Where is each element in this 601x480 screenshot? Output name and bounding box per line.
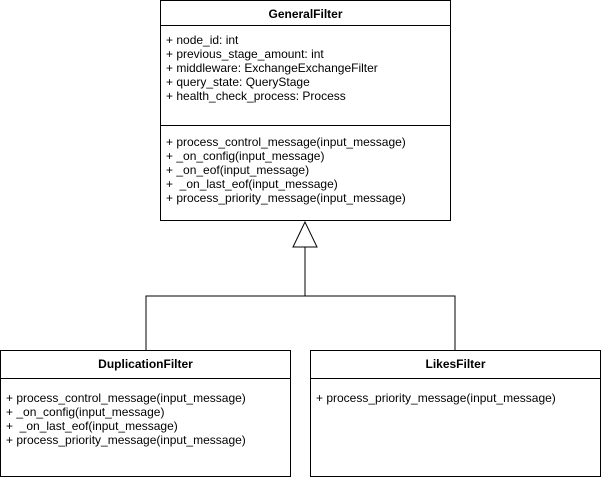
- operation-item: + process_priority_message(input_message…: [6, 433, 246, 447]
- attribute-item: + node_id: int: [166, 33, 239, 47]
- class-name: GeneralFilter: [268, 7, 343, 21]
- operation-item: + process_control_message(input_message): [6, 391, 246, 405]
- operation-item: + _on_last_eof(input_message): [166, 177, 338, 191]
- class-divider: [161, 25, 450, 26]
- operation-item: + _on_eof(input_message): [166, 163, 310, 177]
- operation-item: + _on_config(input_message): [6, 405, 165, 419]
- operation-list: + process_control_message(input_message)…: [166, 135, 446, 205]
- class-divider: [1, 378, 290, 379]
- class-name: LikesFilter: [425, 357, 486, 371]
- operation-item: + process_control_message(input_message): [166, 135, 406, 149]
- operation-list: + process_control_message(input_message)…: [6, 391, 286, 447]
- class-divider: [311, 378, 600, 379]
- operation-item: + process_priority_message(input_message…: [166, 191, 406, 205]
- class-duplication-filter[interactable]: DuplicationFilter + process_control_mess…: [0, 350, 291, 477]
- class-likes-filter[interactable]: LikesFilter + process_priority_message(i…: [310, 350, 601, 477]
- class-name: DuplicationFilter: [98, 357, 193, 371]
- attribute-list: + node_id: int+ previous_stage_amount: i…: [166, 33, 446, 103]
- attribute-item: + query_state: QueryStage: [166, 75, 310, 89]
- operation-item: + _on_last_eof(input_message): [6, 419, 178, 433]
- operation-item: + _on_config(input_message): [166, 149, 325, 163]
- class-general-filter[interactable]: GeneralFilter + node_id: int+ previous_s…: [160, 0, 451, 221]
- inheritance-line-likes: [305, 295, 456, 350]
- class-divider: [161, 125, 450, 126]
- generalization-arrowhead: [292, 220, 318, 248]
- inheritance-line-duplication: [145, 295, 305, 350]
- operation-item: + process_priority_message(input_message…: [316, 391, 556, 405]
- attribute-item: + middleware: ExchangeExchangeFilter: [166, 61, 378, 75]
- attribute-item: + previous_stage_amount: int: [166, 47, 324, 61]
- attribute-item: + health_check_process: Process: [166, 89, 346, 103]
- operation-list: + process_priority_message(input_message…: [316, 391, 596, 405]
